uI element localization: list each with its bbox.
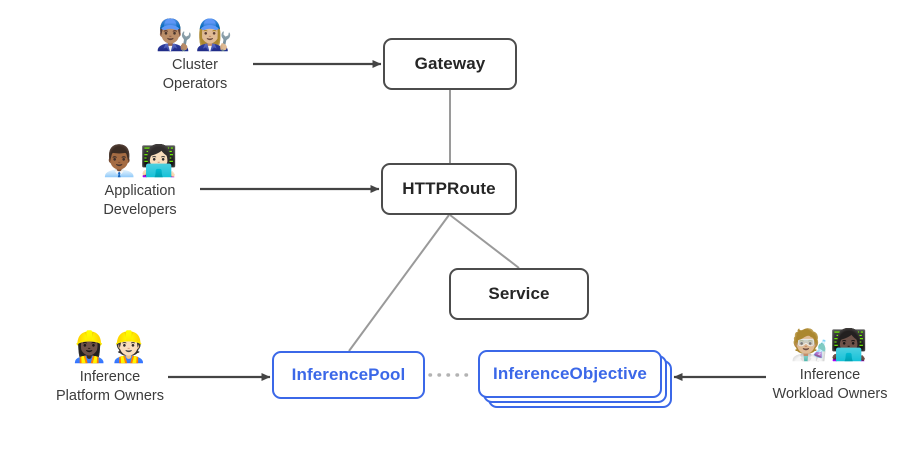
persona-inference-workload-owners: 🧑🏼‍🔬👩🏿‍💻 Inference Workload Owners [725,328,902,404]
node-httproute-label: HTTPRoute [402,179,496,198]
node-service[interactable]: Service [449,268,589,320]
node-gateway[interactable]: Gateway [383,38,517,90]
application-developers-label: Application Developers [103,183,177,218]
application-developers-icon: 👨🏾‍💼👩🏻‍💻 [100,145,180,178]
cluster-operators-icon: 👨🏽‍🔧👩🏼‍🔧 [155,19,235,52]
node-gateway-label: Gateway [414,54,486,73]
inference-workload-owners-label: Inference Workload Owners [772,367,888,402]
node-httproute[interactable]: HTTPRoute [381,163,517,215]
edge-httproute-inferencepool [348,214,450,352]
inference-platform-owners-icon: 👷🏿‍♀️👷🏻 [70,331,150,364]
inference-platform-owners-label: Inference Platform Owners [56,369,164,404]
cluster-operators-label: Cluster Operators [162,57,228,92]
edge-httproute-service [449,214,520,269]
persona-inference-platform-owners: 👷🏿‍♀️👷🏻 Inference Platform Owners [5,330,215,406]
inference-workload-owners-icon: 🧑🏼‍🔬👩🏿‍💻 [790,329,870,362]
persona-application-developers: 👨🏾‍💼👩🏻‍💻 Application Developers [35,144,245,220]
node-inferenceobjective-label: InferenceObjective [493,364,647,383]
node-inferencepool-label: InferencePool [291,365,406,384]
node-inferencepool[interactable]: InferencePool [272,351,425,399]
node-service-label: Service [488,284,550,303]
node-inferenceobjective[interactable]: InferenceObjective [478,350,662,398]
persona-cluster-operators: 👨🏽‍🔧👩🏼‍🔧 Cluster Operators [90,18,300,94]
